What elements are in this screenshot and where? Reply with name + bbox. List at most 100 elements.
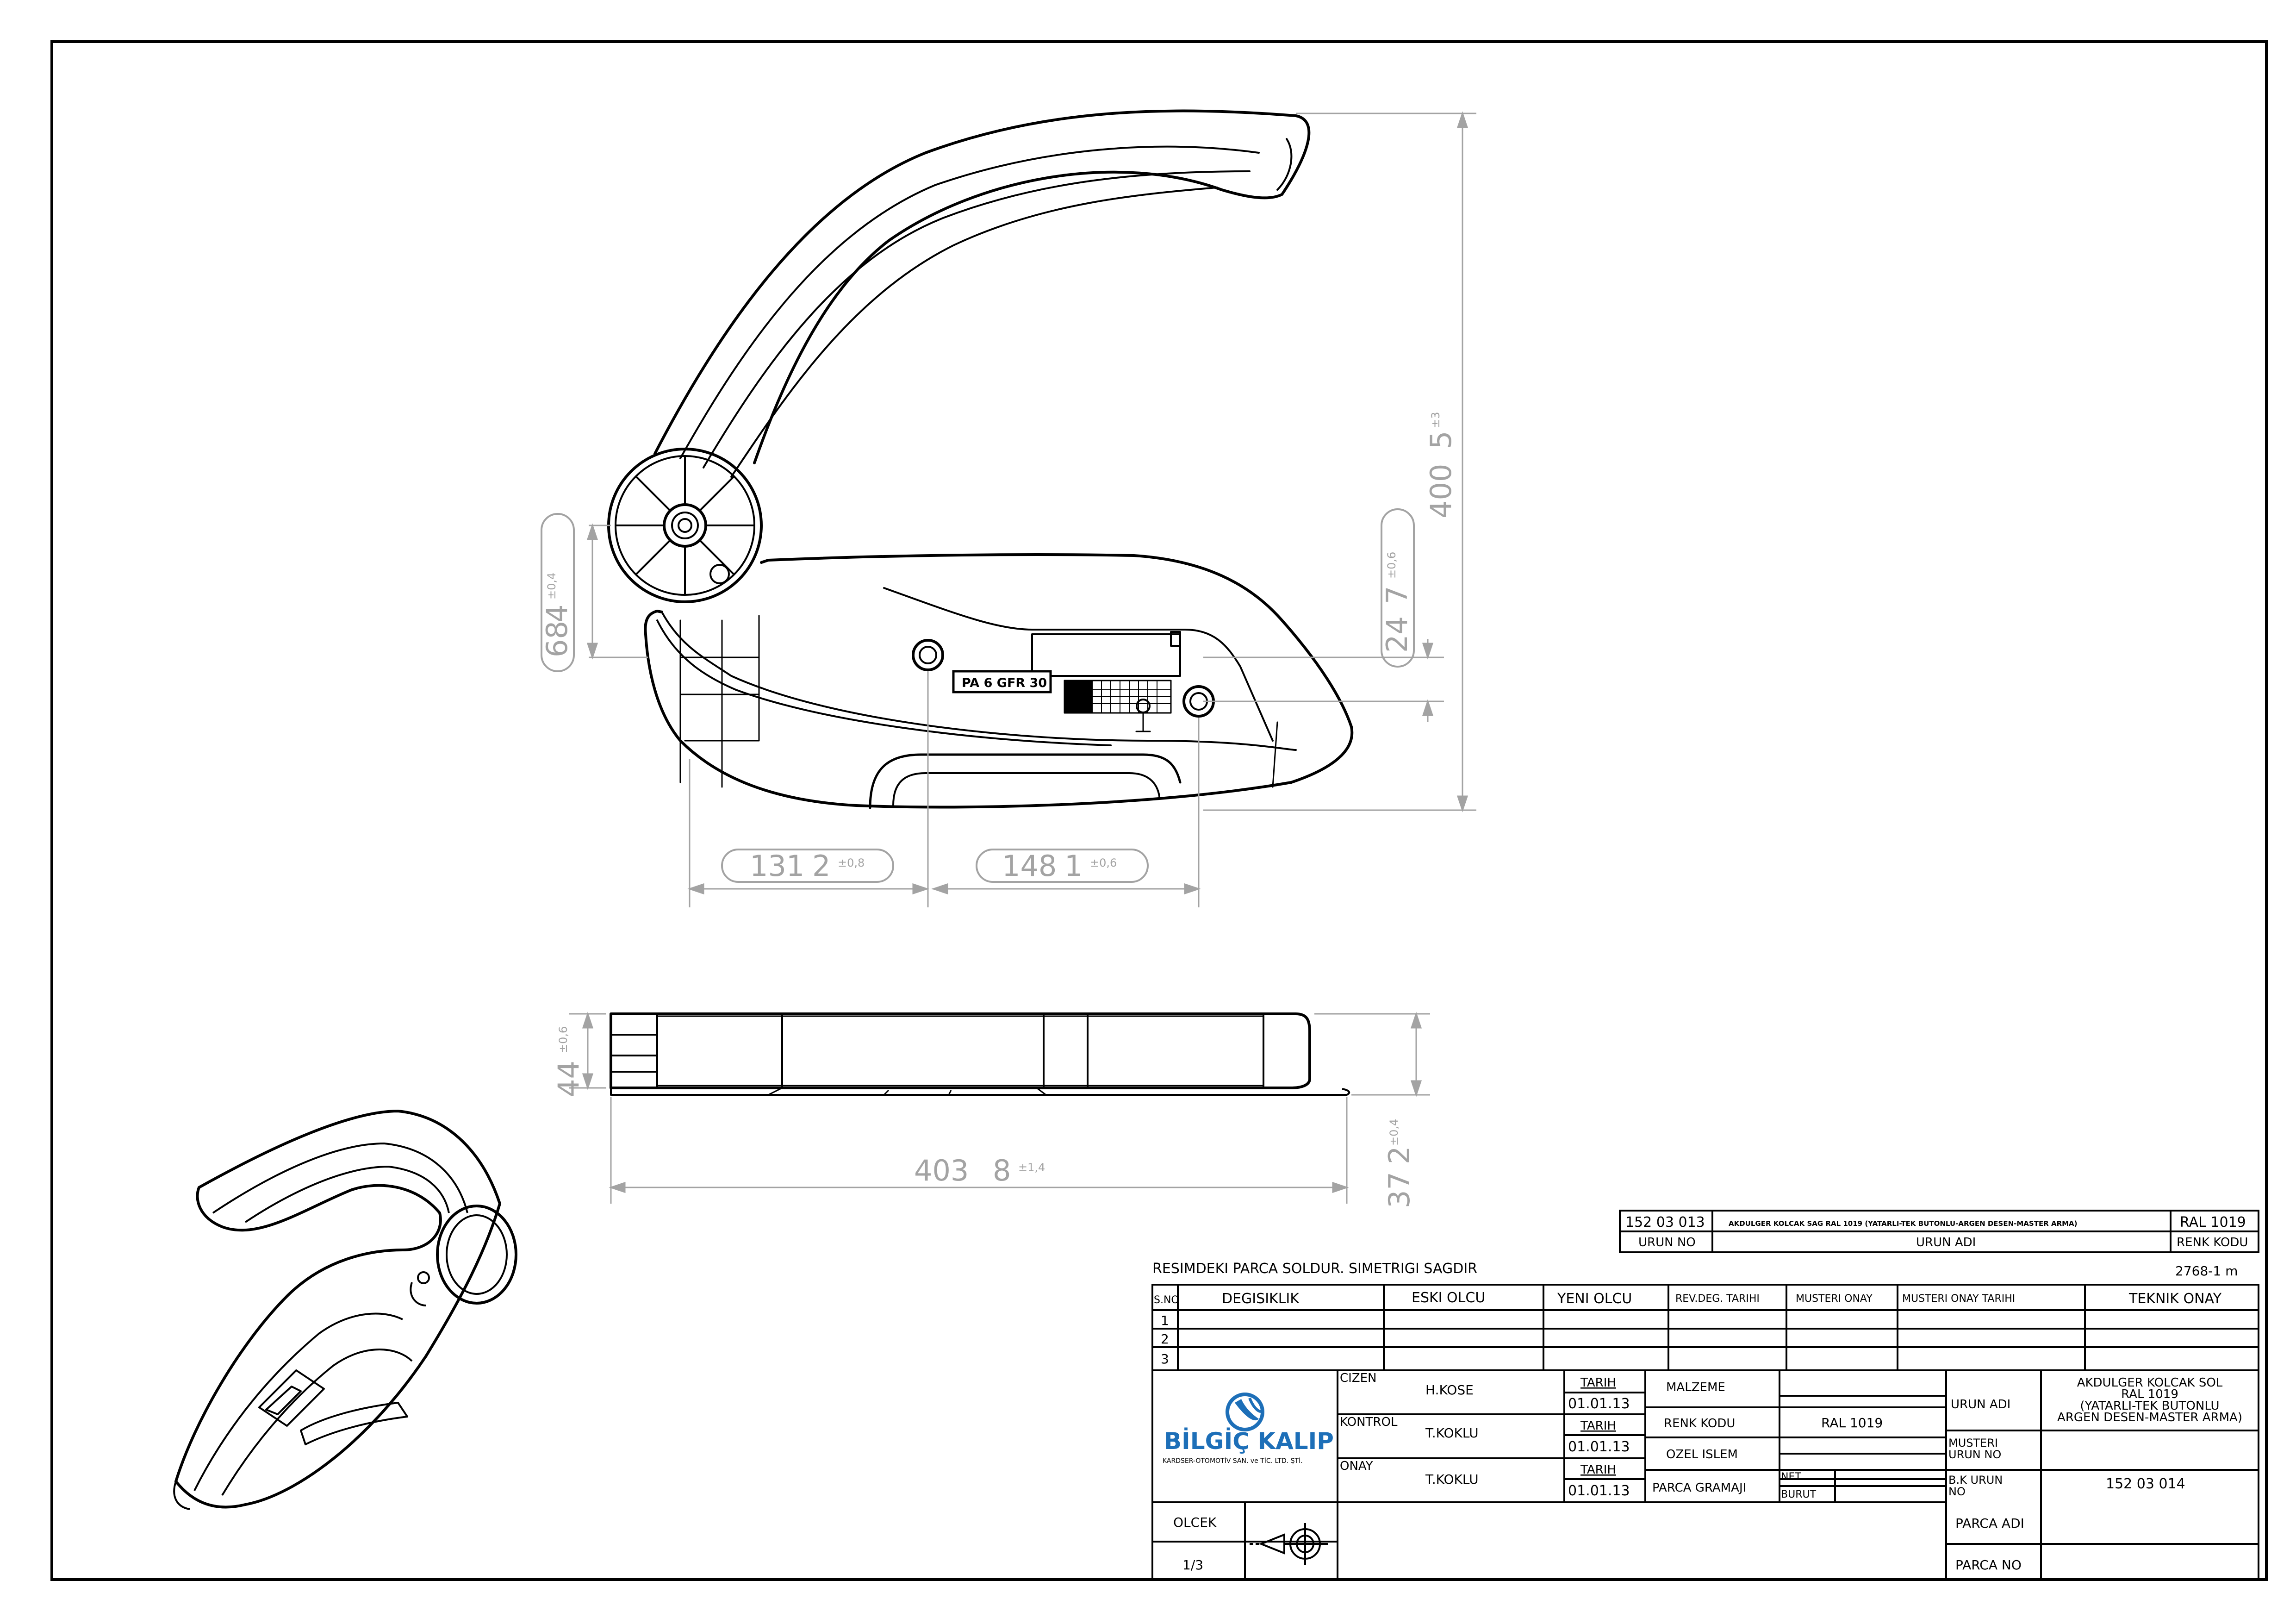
- ref-urun-no: 152 03 013: [1625, 1214, 1705, 1230]
- drawing-code: 2768-1 m: [2175, 1263, 2238, 1279]
- svg-text:148: 148: [1002, 849, 1057, 883]
- dim-total-height: 400 5 ±3: [1424, 412, 1458, 518]
- dim-base-left: 131 2 ±0,8: [750, 849, 865, 883]
- musteri-urun-no-label: MUSTERI URUN NO: [1948, 1437, 2001, 1461]
- svg-text:±0,8: ±0,8: [838, 856, 865, 869]
- svg-text:7: 7: [1380, 586, 1414, 604]
- malzeme-label: MALZEME: [1666, 1380, 1725, 1394]
- rev-header-musteri-onay: MUSTERI ONAY: [1796, 1293, 1873, 1305]
- svg-text:44: 44: [552, 1061, 585, 1097]
- dim-box-latch-height: [1381, 508, 1415, 668]
- svg-text:±1,4: ±1,4: [1018, 1161, 1045, 1174]
- svg-text:1: 1: [1064, 849, 1083, 883]
- material-label-box: [952, 670, 1052, 693]
- svg-text:B.K URUN: B.K URUN: [1948, 1474, 2003, 1487]
- urun-adi-value: AKDULGER KOLCAK SOL RAL 1019 (YATARLI-TE…: [2057, 1376, 2242, 1424]
- dim-box-base-right: [976, 849, 1149, 883]
- tarih-label-2: TARIH: [1580, 1419, 1616, 1433]
- renk-kodu-value: RAL 1019: [1821, 1415, 1883, 1430]
- rev-header-degisiklik: DEGISIKLIK: [1222, 1291, 1300, 1307]
- dim-box-base-left: [721, 849, 894, 883]
- svg-text:MUSTERI: MUSTERI: [1948, 1437, 1998, 1449]
- rev-row-2: 2: [1161, 1331, 1169, 1347]
- top-view: [610, 1012, 1350, 1096]
- ref-renk-kodu-label: RENK KODU: [2177, 1236, 2248, 1249]
- svg-text:2: 2: [812, 849, 830, 883]
- net-label: NET: [1781, 1471, 1801, 1483]
- ref-urun-adi-label: URUN ADI: [1916, 1236, 1976, 1249]
- projection-symbol-icon: [1250, 1523, 1328, 1565]
- renk-kodu-label: RENK KODU: [1664, 1417, 1735, 1430]
- bk-urun-no-value: 152 03 014: [2106, 1476, 2185, 1492]
- olcek-value: 1/3: [1182, 1557, 1203, 1573]
- revision-table-grid: [1151, 1284, 2259, 1371]
- svg-text:131: 131: [750, 849, 804, 883]
- drawing-note: RESIMDEKI PARCA SOLDUR. SIMETRIGI SAGDIR: [1152, 1261, 1477, 1277]
- title-block-grid: [1151, 1369, 2259, 1580]
- isometric-view: [173, 1110, 517, 1510]
- dim-base-thickness: 37 2 ±0,4: [1382, 1119, 1416, 1208]
- bk-urun-no-label: B.K URUN NO: [1948, 1474, 2003, 1498]
- svg-text:4: 4: [540, 605, 574, 623]
- company-subtitle: KARDSER-OTOMOTİV SAN. ve TİC. LTD. ŞTİ.: [1163, 1456, 1303, 1465]
- rev-header-rev-deg-tarihi: REV.DEG. TARIHI: [1675, 1293, 1760, 1305]
- svg-text:37: 37: [1382, 1172, 1416, 1208]
- ozel-islem-label: OZEL ISLEM: [1666, 1448, 1738, 1462]
- tarih-label-1: TARIH: [1580, 1376, 1616, 1390]
- svg-text:±0,6: ±0,6: [1385, 552, 1398, 579]
- svg-text:±0,4: ±0,4: [545, 573, 558, 600]
- rev-header-sno: S.NO: [1154, 1294, 1179, 1306]
- reference-table: [1619, 1210, 2259, 1253]
- tarih-label-3: TARIH: [1580, 1463, 1616, 1477]
- cizen-label: CIZEN: [1340, 1371, 1377, 1385]
- dim-thickness: 44 ±0,6: [552, 1026, 585, 1097]
- dim-pivot-height: 68 4 ±0,4: [540, 573, 574, 657]
- svg-text:NO: NO: [1948, 1485, 1966, 1498]
- side-view-dimension-lines: [586, 111, 1476, 907]
- burut-label: BURUT: [1781, 1489, 1817, 1500]
- parca-no-label: PARCA NO: [1955, 1557, 2022, 1573]
- svg-text:±0,4: ±0,4: [1388, 1119, 1400, 1146]
- material-label: PA 6 GFR 30: [962, 676, 1047, 690]
- tarih-value-2: 01.01.13: [1568, 1439, 1630, 1455]
- kontrol-label: KONTROL: [1340, 1415, 1398, 1429]
- dim-base-right: 148 1 ±0,6: [1002, 849, 1117, 883]
- ref-urun-no-label: URUN NO: [1638, 1236, 1696, 1249]
- top-view-dimension-lines: [569, 1012, 1430, 1204]
- kontrol-value: T.KOKLU: [1425, 1425, 1479, 1441]
- svg-text:ARGEN DESEN-MASTER ARMA): ARGEN DESEN-MASTER ARMA): [2057, 1411, 2242, 1424]
- ref-renk-kodu: RAL 1019: [2180, 1214, 2246, 1230]
- svg-text:24: 24: [1380, 616, 1414, 653]
- dim-box-pivot-height: [541, 513, 575, 672]
- svg-text:2: 2: [1382, 1146, 1416, 1164]
- company-name: BİLGİÇ KALIP: [1164, 1428, 1334, 1455]
- tarih-value-1: 01.01.13: [1568, 1396, 1630, 1412]
- urun-adi-label: URUN ADI: [1951, 1398, 2010, 1412]
- parca-gramaji-label: PARCA GRAMAJI: [1652, 1481, 1746, 1495]
- rev-header-teknik-onay: TEKNIK ONAY: [2128, 1291, 2222, 1307]
- tarih-value-3: 01.01.13: [1568, 1483, 1630, 1499]
- dim-latch-height: 24 7 ±0,6: [1380, 552, 1414, 653]
- parca-adi-label: PARCA ADI: [1955, 1516, 2024, 1531]
- cizen-value: H.KOSE: [1425, 1382, 1474, 1398]
- svg-text:403: 403: [914, 1154, 969, 1187]
- svg-text:(YATARLI-TEK BUTONLU: (YATARLI-TEK BUTONLU: [2080, 1399, 2219, 1413]
- svg-text:±0,6: ±0,6: [557, 1026, 570, 1053]
- svg-text:URUN NO: URUN NO: [1948, 1448, 2001, 1461]
- svg-text:±0,6: ±0,6: [1090, 856, 1117, 869]
- svg-text:8: 8: [993, 1154, 1011, 1187]
- svg-text:68: 68: [540, 621, 574, 657]
- svg-text:RAL 1019: RAL 1019: [2121, 1387, 2178, 1401]
- rev-row-3: 3: [1161, 1351, 1169, 1367]
- rev-row-1: 1: [1161, 1313, 1169, 1328]
- dim-total-length: 403 8 ±1,4: [914, 1154, 1045, 1187]
- side-view: [607, 109, 1354, 809]
- rev-header-eski-olcu: ESKI OLCU: [1412, 1290, 1485, 1306]
- ref-urun-adi: AKDULGER KOLCAK SAG RAL 1019 (YATARLI-TE…: [1729, 1219, 2078, 1228]
- svg-text:5: 5: [1424, 431, 1458, 449]
- svg-text:±3: ±3: [1429, 412, 1442, 428]
- svg-text:AKDULGER KOLCAK SOL: AKDULGER KOLCAK SOL: [2077, 1376, 2223, 1390]
- rev-header-yeni-olcu: YENI OLCU: [1557, 1291, 1632, 1307]
- onay-value: T.KOKLU: [1425, 1472, 1479, 1487]
